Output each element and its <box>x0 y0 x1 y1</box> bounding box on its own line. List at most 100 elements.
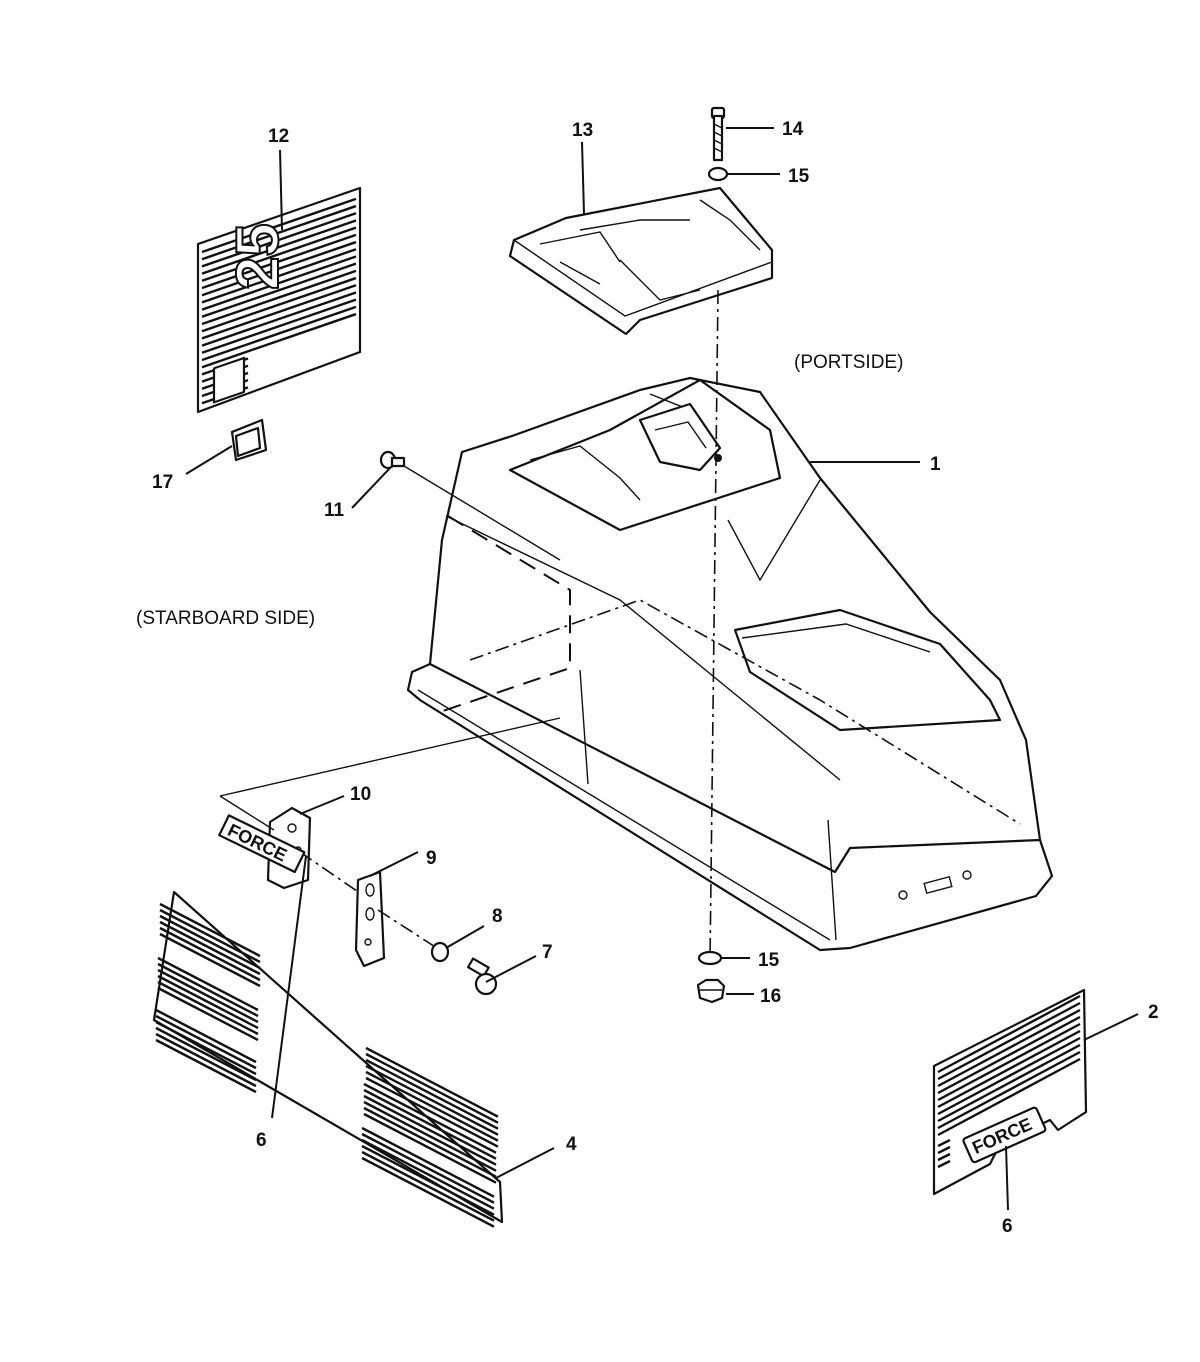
callout-7: 7 <box>542 942 553 963</box>
decal-stripe <box>159 902 261 958</box>
callout-14: 14 <box>782 119 804 140</box>
callout-16: 16 <box>760 986 781 1007</box>
decal-stripe <box>201 219 357 275</box>
callout-15-bottom: 15 <box>758 950 780 971</box>
latch-plate <box>354 870 386 968</box>
decal-stripe <box>159 908 261 964</box>
washer-top <box>707 166 729 182</box>
engine-cowl <box>406 376 1054 952</box>
decal-stripe <box>363 1088 497 1160</box>
decal-stripe <box>363 1100 497 1172</box>
bolt-top <box>710 106 726 162</box>
portside-label: (PORTSIDE) <box>794 352 903 373</box>
lock-washer <box>430 941 450 963</box>
decal-stripe <box>201 233 357 290</box>
washer-bottom <box>697 950 723 966</box>
decal-stripe <box>201 312 357 369</box>
decal-stripe <box>361 1126 495 1198</box>
decal-stripe <box>937 1022 1081 1102</box>
bracket-leader <box>219 717 561 797</box>
decal-stripe <box>201 255 357 311</box>
callout-10: 10 <box>350 784 371 805</box>
decal-stripe <box>159 926 261 982</box>
decal-stripe <box>365 1064 499 1136</box>
decal-stripe <box>201 276 357 333</box>
decal-stripe <box>365 1070 499 1142</box>
decal-stripe <box>937 1036 1081 1116</box>
decal-stripe <box>363 1112 497 1184</box>
decal-stripe <box>201 248 357 304</box>
decal-stripe <box>201 240 357 297</box>
decal-stripe <box>937 994 1081 1074</box>
decal-stripe <box>155 1008 257 1064</box>
callout-15-top: 15 <box>788 166 810 187</box>
decal-stripe <box>201 284 357 340</box>
decal-stripe <box>937 1152 951 1162</box>
callout-12: 12 <box>268 126 289 147</box>
decal-stripe <box>159 932 261 988</box>
decal-stripe <box>157 974 259 1030</box>
model-decal: 25 <box>196 186 362 414</box>
nut <box>696 978 726 1004</box>
decal-stripe <box>365 1058 499 1130</box>
decal-stripe <box>201 298 357 354</box>
callout-11: 11 <box>324 500 345 521</box>
decal-stripe <box>937 1057 1081 1137</box>
decal-stripe <box>937 1001 1081 1081</box>
bolt-centerline <box>709 289 719 963</box>
callout-17: 17 <box>152 472 173 493</box>
decal-stripe <box>157 968 259 1024</box>
callout-9: 9 <box>426 848 437 869</box>
decal-stripe <box>157 962 259 1018</box>
leader-lines <box>185 127 1139 1211</box>
decal-stripe <box>201 291 357 347</box>
screw <box>379 450 406 470</box>
decal-stripe <box>361 1156 495 1228</box>
decal-stripe <box>155 1026 257 1082</box>
screw-leader <box>403 465 561 561</box>
latch-screw <box>466 957 498 996</box>
callout-6-small-decal: 6 <box>1002 1216 1013 1237</box>
decal-stripe <box>201 226 357 282</box>
decal-stripe <box>201 197 357 254</box>
decal-stripe <box>155 1032 257 1088</box>
decal-stripe <box>365 1046 499 1118</box>
decal-stripe <box>365 1076 499 1148</box>
decal-stripe <box>155 1020 257 1076</box>
decal-stripe <box>159 920 261 976</box>
decal-stripe <box>363 1106 497 1178</box>
decal-stripe <box>937 1008 1081 1088</box>
callout-1: 1 <box>930 454 941 475</box>
decal-stripe <box>157 980 259 1036</box>
decal-stripe <box>363 1082 497 1154</box>
decal-stripe <box>201 262 357 318</box>
decal-stripe <box>155 1014 257 1070</box>
callout-4: 4 <box>566 1134 577 1155</box>
callout-6-large-decal: 6 <box>256 1130 267 1151</box>
decal-stripe <box>937 1050 1081 1130</box>
decal-stripe <box>361 1132 495 1204</box>
decal-stripe <box>201 212 357 268</box>
callout-labels: 1 2 4 6 6 7 8 9 10 11 12 13 14 15 15 16 … <box>152 119 1159 1237</box>
decal-stripe <box>361 1150 495 1222</box>
decal-stripe <box>157 986 259 1042</box>
callout-2: 2 <box>1148 1002 1159 1023</box>
decal-stripe <box>937 1145 951 1155</box>
decal-stripe <box>363 1094 497 1166</box>
decal-stripe <box>201 305 357 362</box>
decal-outline-dashed <box>439 515 571 713</box>
decal-stripe <box>201 204 357 261</box>
decal-stripe <box>201 269 357 326</box>
decal-stripe <box>159 914 261 970</box>
decal-stripe <box>157 956 259 1012</box>
decal-stripe <box>937 1043 1081 1123</box>
callout-8: 8 <box>492 906 503 927</box>
decal-stripe <box>937 1138 951 1148</box>
decal-stripe <box>365 1052 499 1124</box>
side-decal-large: FORCE <box>152 814 504 1228</box>
decal-stripe <box>361 1144 495 1216</box>
decal-stripe <box>937 1015 1081 1095</box>
side-decal-small: FORCE <box>932 988 1088 1196</box>
top-plate-cover <box>508 186 774 336</box>
